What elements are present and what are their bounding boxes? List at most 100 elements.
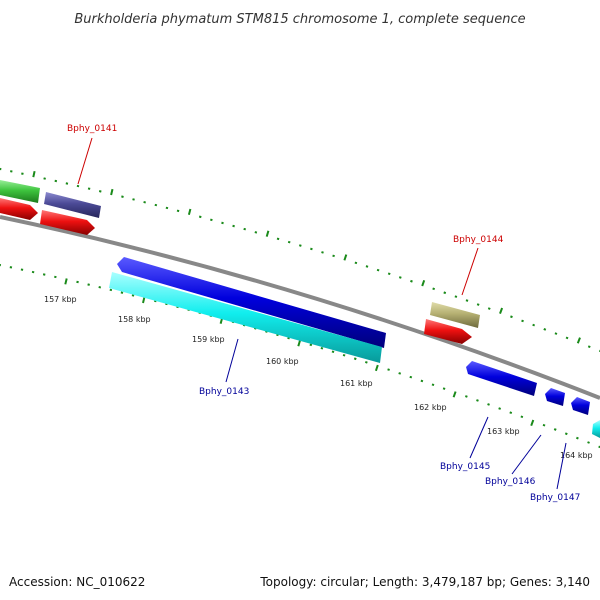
- minor-tick: [575, 436, 579, 440]
- minor-tick: [509, 411, 513, 414]
- minor-tick: [98, 190, 102, 193]
- minor-tick: [454, 295, 458, 298]
- minor-tick: [464, 395, 468, 398]
- forward-tick-track: [0, 167, 600, 352]
- gene-bphy-0141[interactable]: [44, 192, 101, 218]
- minor-tick: [331, 350, 335, 354]
- minor-tick: [487, 307, 491, 310]
- minor-tick: [332, 254, 335, 258]
- gene-label-bphy-0145[interactable]: Bphy_0145: [440, 462, 490, 472]
- minor-tick: [254, 231, 258, 234]
- gene-bphy-0143[interactable]: [117, 257, 386, 348]
- gene-bphy-0147[interactable]: [571, 397, 590, 415]
- gene-label-bphy-0146[interactable]: Bphy_0146: [485, 477, 536, 487]
- major-tick: [499, 307, 504, 314]
- tick-labels: 157 kbp 158 kbp 159 kbp 160 kbp 161 kbp …: [44, 295, 593, 460]
- major-tick: [576, 337, 581, 344]
- major-tick: [64, 278, 68, 285]
- major-tick: [421, 279, 426, 287]
- minor-tick: [554, 332, 558, 335]
- tick-label: 157 kbp: [44, 295, 77, 304]
- gene-label-bphy-0141[interactable]: Bphy_0141: [67, 124, 117, 134]
- minor-tick: [320, 346, 324, 350]
- minor-tick: [553, 428, 557, 431]
- minor-tick: [465, 299, 469, 302]
- major-tick: [32, 170, 36, 178]
- red-gene-feature-2[interactable]: [40, 210, 95, 235]
- red-gene-feature-1[interactable]: [0, 198, 38, 220]
- major-tick: [187, 208, 192, 216]
- minor-tick: [520, 415, 524, 419]
- genome-summary-text: Topology: circular; Length: 3,479,187 bp…: [259, 575, 590, 589]
- minor-tick: [43, 177, 46, 180]
- minor-tick: [587, 441, 590, 444]
- minor-tick: [243, 227, 247, 231]
- major-tick: [452, 391, 457, 398]
- minor-tick: [487, 403, 490, 406]
- minor-tick: [210, 218, 213, 222]
- minor-tick: [420, 379, 424, 383]
- major-tick: [297, 340, 301, 347]
- minor-tick: [310, 247, 313, 251]
- major-tick: [110, 188, 114, 196]
- minor-tick: [543, 327, 547, 331]
- label-leader-lines: [77, 137, 567, 490]
- major-tick: [530, 419, 535, 427]
- minor-tick: [587, 345, 591, 348]
- forward-features: [0, 180, 480, 344]
- minor-tick: [398, 276, 402, 279]
- cyan-gene-feature[interactable]: [109, 272, 382, 363]
- leader-line-bphy-0145: [469, 416, 489, 459]
- minor-tick: [565, 336, 569, 340]
- red-gene-feature-3[interactable]: [424, 319, 472, 344]
- minor-tick: [132, 198, 135, 201]
- leader-line-bphy-0146: [511, 434, 542, 475]
- minor-tick: [321, 251, 324, 254]
- minor-tick: [532, 323, 536, 327]
- minor-tick: [510, 315, 513, 319]
- olive-gene-feature[interactable]: [430, 302, 480, 328]
- minor-tick: [476, 303, 480, 306]
- minor-tick: [176, 209, 180, 213]
- minor-tick: [353, 357, 357, 361]
- tick-label: 162 kbp: [414, 403, 447, 412]
- major-tick: [142, 296, 146, 304]
- minor-tick: [542, 423, 546, 427]
- accession-text: Accession: NC_010622: [9, 575, 145, 589]
- major-tick: [265, 230, 270, 237]
- minor-tick: [342, 353, 346, 357]
- minor-tick: [498, 407, 502, 410]
- minor-tick: [365, 265, 369, 268]
- minor-tick: [232, 224, 235, 228]
- minor-tick: [165, 206, 169, 210]
- cyan-gene-feature-edge[interactable]: [592, 420, 600, 438]
- minor-tick: [398, 372, 402, 375]
- leader-line-bphy-0143: [225, 338, 239, 383]
- minor-tick: [409, 375, 413, 379]
- gene-label-bphy-0144[interactable]: Bphy_0144: [453, 235, 504, 245]
- minor-tick: [442, 387, 446, 390]
- major-tick: [374, 364, 379, 372]
- minor-tick: [98, 286, 102, 289]
- minor-tick: [276, 237, 280, 241]
- minor-tick: [154, 203, 158, 207]
- gene-bphy-0146[interactable]: [545, 388, 565, 406]
- tick-label: 161 kbp: [340, 379, 373, 388]
- tick-label: 164 kbp: [560, 451, 593, 460]
- minor-tick: [131, 294, 135, 297]
- gene-label-bphy-0143[interactable]: Bphy_0143: [199, 387, 249, 397]
- green-gene-feature[interactable]: [0, 180, 40, 203]
- gene-label-bphy-0147[interactable]: Bphy_0147: [530, 493, 580, 503]
- minor-tick: [87, 283, 90, 286]
- minor-tick: [364, 361, 368, 364]
- tick-label: 158 kbp: [118, 315, 151, 324]
- minor-tick: [431, 383, 435, 387]
- tick-label: 159 kbp: [192, 335, 225, 344]
- reverse-features: [109, 257, 600, 438]
- gene-bphy-0145[interactable]: [466, 361, 537, 396]
- chromosome-backbone: [0, 215, 600, 400]
- minor-tick: [387, 272, 391, 276]
- minor-tick: [476, 399, 479, 402]
- major-tick: [343, 254, 348, 261]
